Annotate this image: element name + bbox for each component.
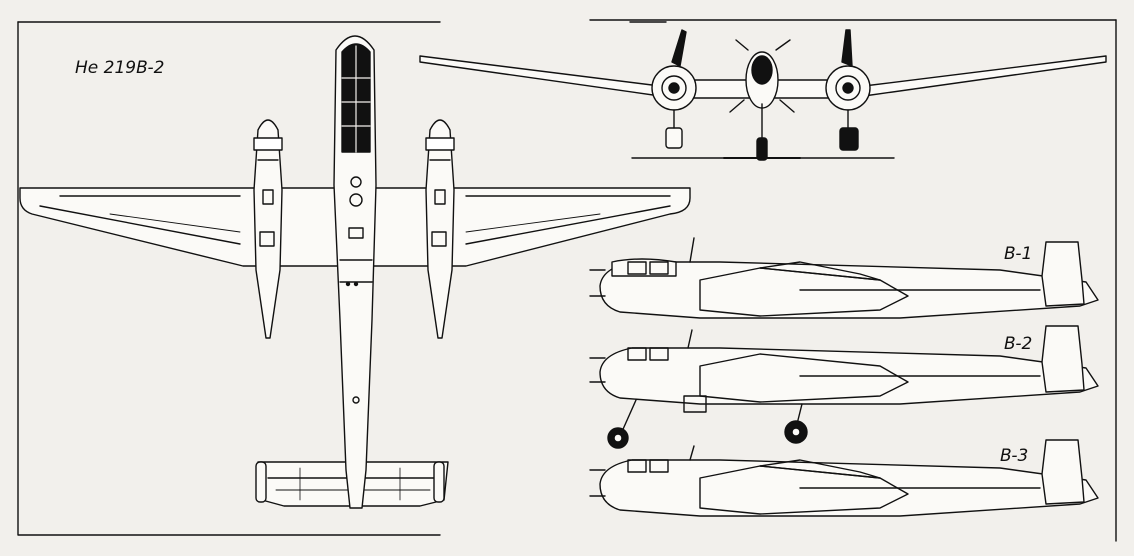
- side-view-b3: [589, 439, 1099, 517]
- side-view-b1-label: B-1: [1004, 244, 1033, 264]
- plan-view: [19, 35, 691, 509]
- main-title-label: He 219B-2: [75, 58, 165, 78]
- front-view: [419, 29, 1107, 161]
- frame-lines: [17, 19, 1117, 542]
- side-view-b3-label: B-3: [1000, 446, 1029, 466]
- side-view-b2-label: B-2: [1004, 334, 1033, 354]
- side-view-b2: [589, 325, 1099, 449]
- side-view-b1: [589, 237, 1099, 319]
